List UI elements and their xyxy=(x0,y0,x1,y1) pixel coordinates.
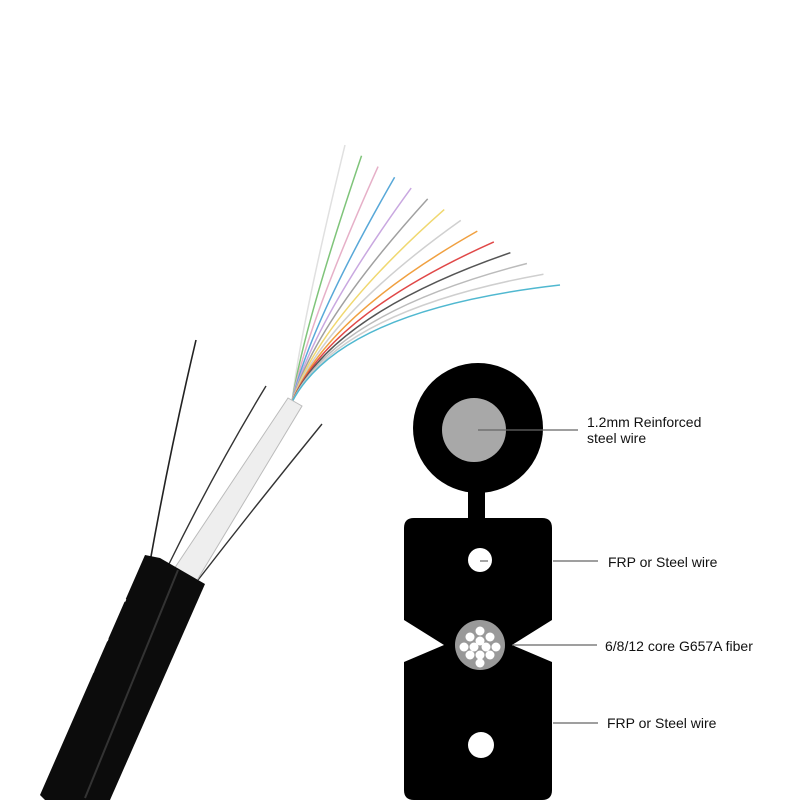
fiber-strand xyxy=(291,198,429,403)
fiber-strand xyxy=(291,176,396,403)
strength-member-bottom xyxy=(468,732,494,758)
fiber-core xyxy=(475,636,485,646)
fiber-core xyxy=(485,650,495,660)
fiber-strand xyxy=(291,144,346,403)
fiber-cores xyxy=(459,626,501,668)
fiber-core xyxy=(465,632,475,642)
label-messenger-line1: 1.2mm Reinforced xyxy=(587,414,702,430)
fiber-core xyxy=(459,642,469,652)
fiber-strand xyxy=(291,155,363,403)
strength-wire-middle xyxy=(167,385,267,567)
fiber-strands xyxy=(291,144,561,403)
jacket-groove xyxy=(84,569,179,799)
steel-wire-core xyxy=(442,398,506,462)
label-messenger-line2: steel wire xyxy=(587,430,647,446)
cable-jacket xyxy=(40,555,205,800)
fiber-core xyxy=(469,642,479,652)
fiber-strand xyxy=(291,166,379,403)
fiber-strand xyxy=(291,219,462,403)
strength-wire-left xyxy=(149,339,197,563)
label-strength-bottom: FRP or Steel wire xyxy=(607,715,717,731)
label-fiber: 6/8/12 core G657A fiber xyxy=(605,638,753,654)
fiber-strand xyxy=(291,187,412,403)
label-strength-top: FRP or Steel wire xyxy=(608,554,718,570)
fiber-strand xyxy=(291,209,445,403)
fiber-strand xyxy=(291,284,561,403)
fiber-core xyxy=(475,658,485,668)
fiber-core xyxy=(485,632,495,642)
strength-wire-right xyxy=(197,423,323,581)
fiber-core xyxy=(475,650,485,660)
fiber-core xyxy=(491,642,501,652)
fiber-core xyxy=(481,642,491,652)
fiber-tube xyxy=(171,397,303,583)
fiber-core xyxy=(465,650,475,660)
leader-lines xyxy=(478,429,598,724)
neck xyxy=(468,488,485,524)
strength-member-top xyxy=(468,548,492,572)
fiber-core xyxy=(475,626,485,636)
cross-section xyxy=(404,363,598,800)
